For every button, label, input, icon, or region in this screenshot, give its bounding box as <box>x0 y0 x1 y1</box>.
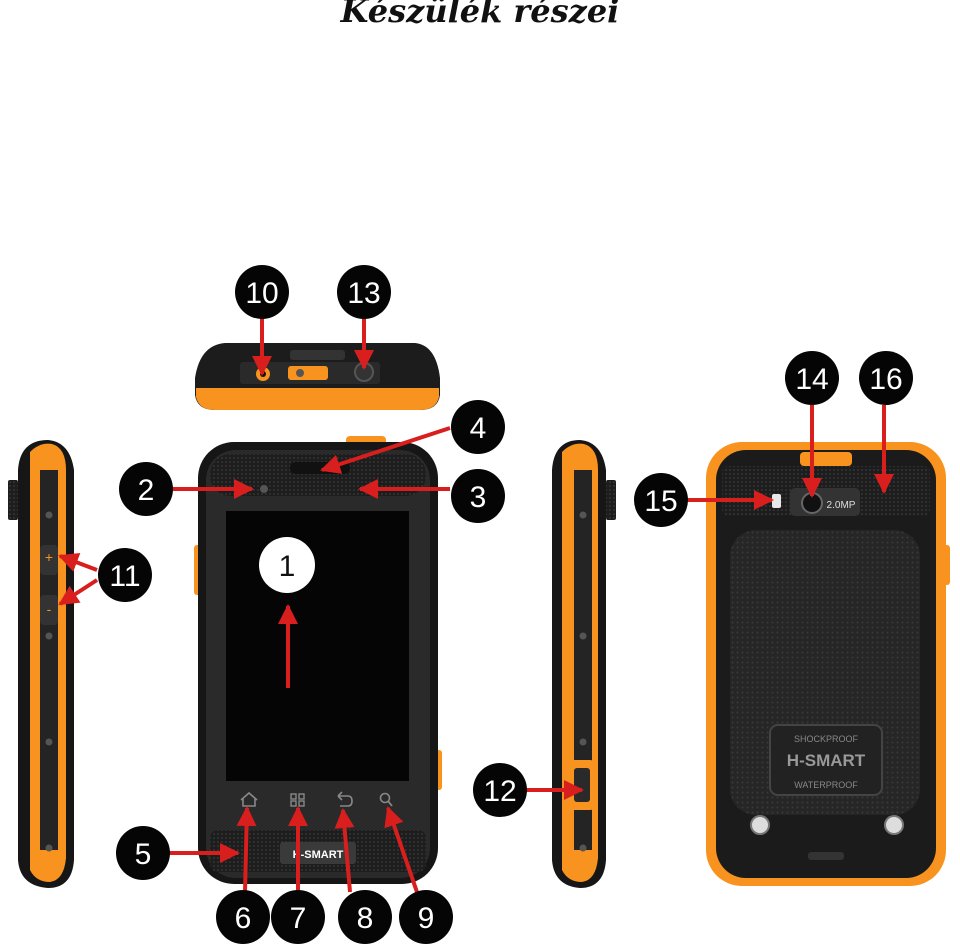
phone-back-view: 2.0MP SHOCKPROOF H-SMART WATERPROOF <box>706 442 950 886</box>
svg-text:-: - <box>47 601 52 617</box>
svg-text:10: 10 <box>245 277 278 310</box>
callout-11: 11 <box>98 548 152 602</box>
svg-text:16: 16 <box>869 363 902 396</box>
svg-text:2: 2 <box>138 474 155 507</box>
svg-text:9: 9 <box>418 902 435 935</box>
callout-7: 7 <box>271 890 325 944</box>
callout-2: 2 <box>119 462 173 516</box>
callout-arrows <box>58 316 894 896</box>
back-brand-logo: H-SMART <box>787 751 866 770</box>
callout-6: 6 <box>216 890 270 944</box>
svg-text:12: 12 <box>483 775 516 808</box>
callout-10: 10 <box>235 265 289 319</box>
phone-front-view: H-SMART <box>194 436 442 884</box>
front-brand-logo: H-SMART <box>293 849 344 861</box>
shockproof-label: SHOCKPROOF <box>794 734 859 744</box>
svg-text:13: 13 <box>347 277 380 310</box>
svg-text:+: + <box>45 549 53 565</box>
svg-text:14: 14 <box>795 363 828 396</box>
callout-1: 1 <box>259 537 315 593</box>
callout-16: 16 <box>859 351 913 405</box>
search-icon <box>379 792 393 807</box>
callout-9: 9 <box>399 890 453 944</box>
callout-8: 8 <box>338 890 392 944</box>
phone-right-side-view <box>552 440 616 888</box>
callout-markers: 1 2 3 4 5 6 7 8 <box>98 265 913 944</box>
screen <box>226 511 409 781</box>
callout-12: 12 <box>473 763 527 817</box>
phone-top-view <box>195 343 440 410</box>
svg-text:3: 3 <box>470 481 487 514</box>
svg-text:5: 5 <box>135 838 152 871</box>
svg-text:15: 15 <box>644 485 677 518</box>
back-icon <box>337 791 353 807</box>
callout-4: 4 <box>451 400 505 454</box>
svg-text:11: 11 <box>109 560 140 593</box>
callout-3: 3 <box>451 469 505 523</box>
phone-left-side-view: + - <box>8 440 74 888</box>
svg-text:6: 6 <box>235 902 252 935</box>
home-icon <box>240 791 258 807</box>
callout-5: 5 <box>116 826 170 880</box>
svg-text:7: 7 <box>290 902 307 935</box>
svg-text:1: 1 <box>279 550 296 583</box>
callout-15: 15 <box>634 473 688 527</box>
svg-text:4: 4 <box>470 412 487 445</box>
page-title: Készülék részei <box>340 0 620 30</box>
svg-text:8: 8 <box>357 902 374 935</box>
camera-resolution-label: 2.0MP <box>827 500 856 511</box>
waterproof-label: WATERPROOF <box>794 780 858 790</box>
callout-14: 14 <box>785 351 839 405</box>
callout-13: 13 <box>337 265 391 319</box>
